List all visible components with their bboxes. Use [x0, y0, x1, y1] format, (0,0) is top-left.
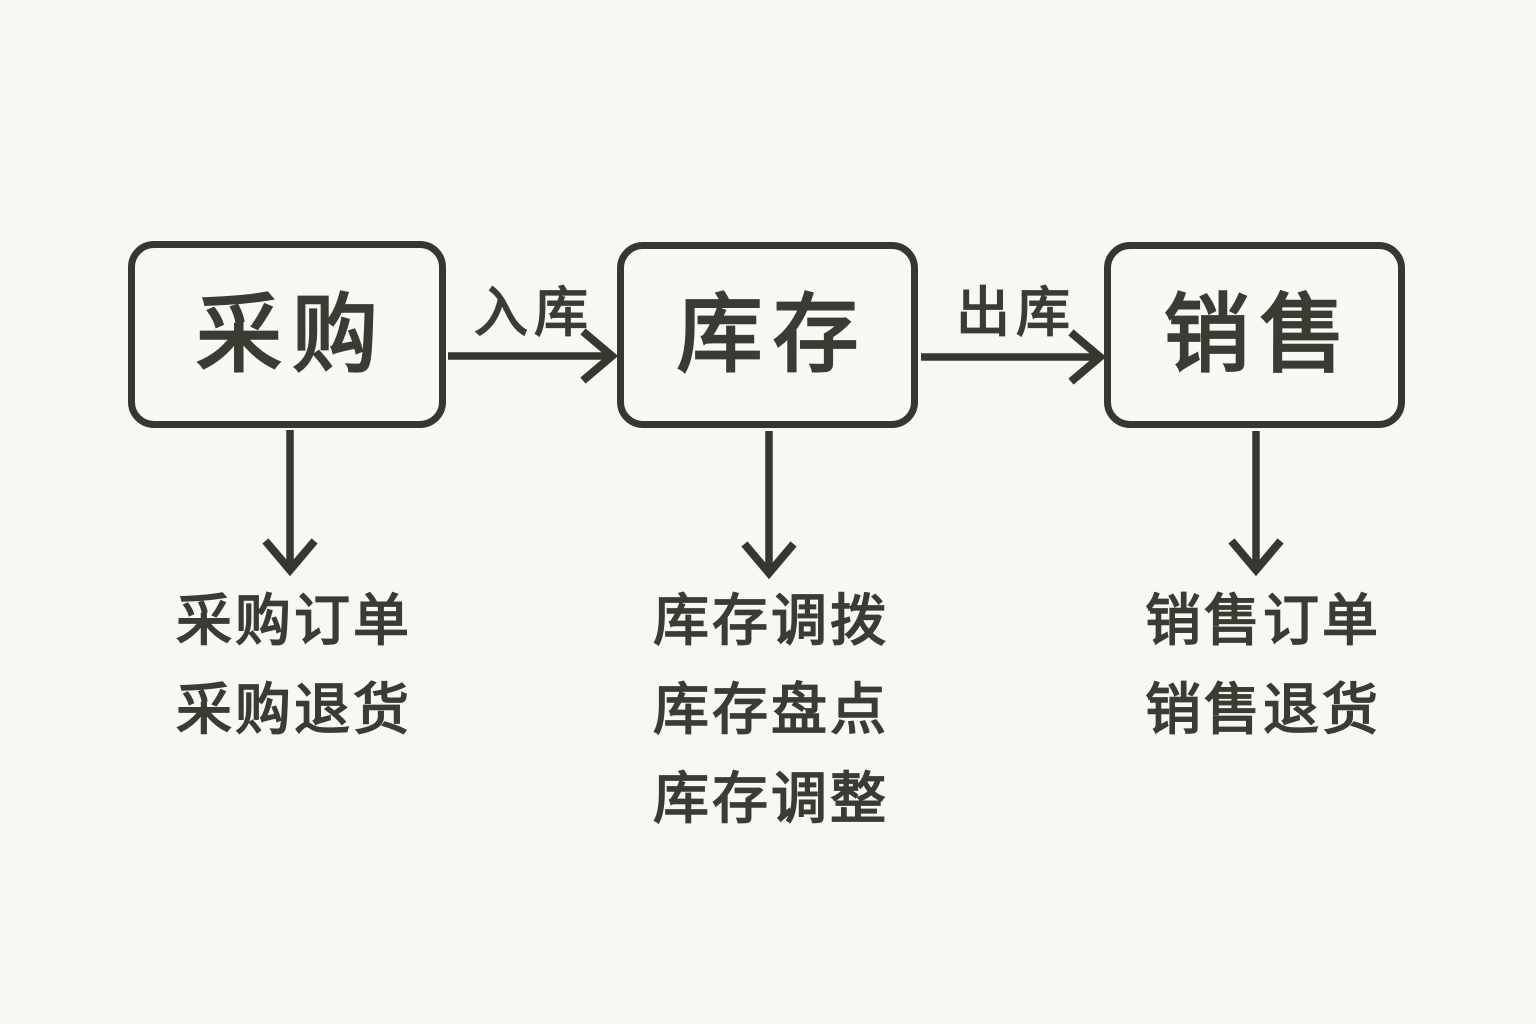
list-item: 销售订单	[1145, 589, 1381, 652]
list-item: 库存调整	[653, 767, 889, 830]
node-procurement-label: 采购	[196, 286, 388, 383]
list-item: 采购退货	[176, 678, 412, 741]
node-procurement: 采购	[128, 241, 446, 428]
arrow-label-inbound: 入库	[474, 283, 594, 343]
list-item: 采购订单	[176, 589, 412, 652]
arrow-label-outbound: 出库	[956, 283, 1076, 343]
list-item: 库存盘点	[653, 678, 889, 741]
inventory-detail-list: 库存调拨 库存盘点 库存调整	[653, 593, 889, 827]
list-item: 销售退货	[1145, 678, 1381, 741]
sales-detail-list: 销售订单 销售退货	[1145, 593, 1381, 738]
arrow-inventory-to-list	[741, 431, 797, 580]
node-inventory: 库存	[617, 242, 918, 428]
node-sales: 销售	[1104, 242, 1405, 428]
arrow-procurement-to-list	[262, 430, 318, 577]
node-inventory-label: 库存	[676, 287, 869, 383]
list-item: 库存调拨	[653, 589, 889, 652]
node-sales-label: 销售	[1163, 287, 1356, 383]
procurement-detail-list: 采购订单 采购退货	[176, 593, 412, 738]
arrow-sales-to-list	[1228, 431, 1284, 577]
